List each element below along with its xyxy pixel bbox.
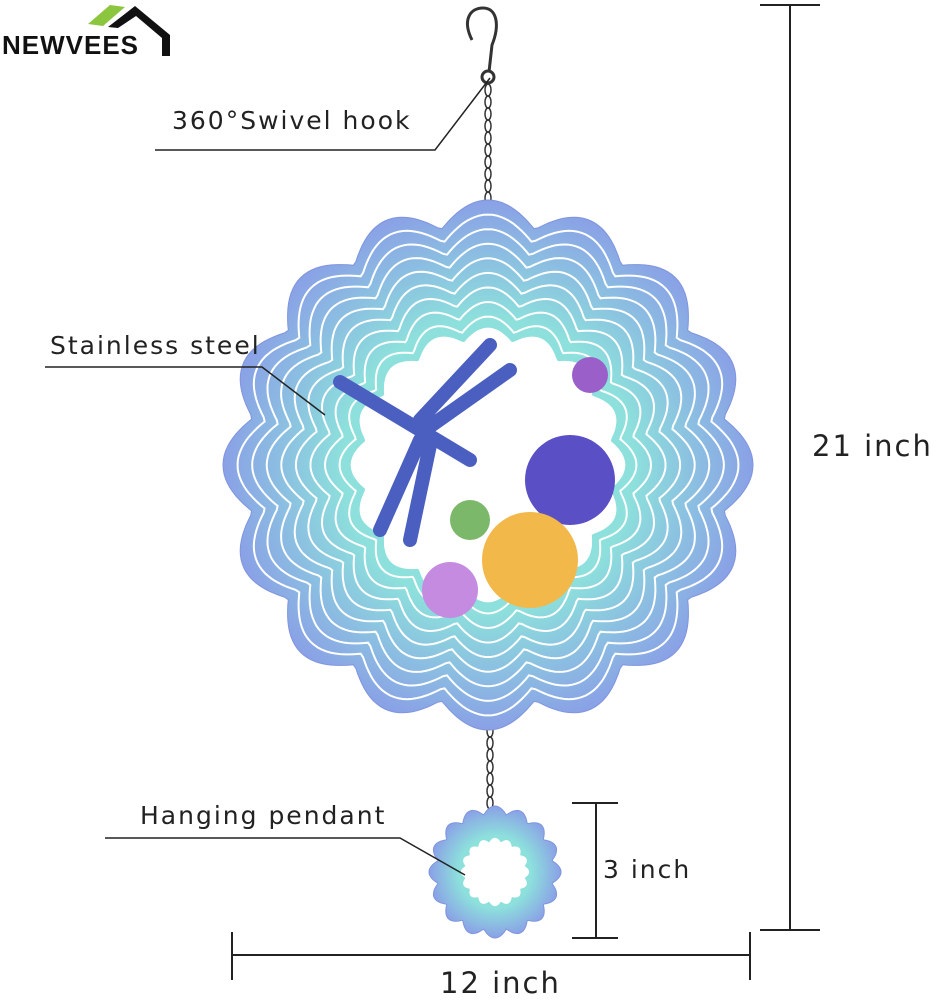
disc-ring <box>294 271 682 659</box>
chain-link <box>486 748 494 762</box>
brand-logo: NEWVEES <box>2 30 140 60</box>
flower-art <box>525 435 615 525</box>
disc-ring <box>323 300 653 630</box>
height-dimension: 21 inch <box>812 429 933 463</box>
disc-ring <box>236 213 740 717</box>
disc-ring <box>309 286 667 644</box>
flower-art <box>572 357 608 393</box>
logo-mark <box>88 5 170 56</box>
chain-link <box>484 143 492 157</box>
disc-center <box>460 837 530 907</box>
wind-spinner <box>222 199 754 731</box>
hanging-pendant-disc <box>428 805 562 939</box>
dimension-lines <box>231 4 820 980</box>
chain-link <box>486 760 494 774</box>
disc-ring <box>251 228 725 702</box>
chain-link <box>484 131 492 145</box>
chain-link <box>484 155 492 169</box>
chain-link <box>484 119 492 133</box>
disc-ring <box>265 242 711 688</box>
chain <box>484 83 494 810</box>
width-dimension: 12 inch <box>440 966 561 1000</box>
material-label: Stainless steel <box>50 331 261 360</box>
chain-link <box>486 784 494 798</box>
pendant-dimension: 3 inch <box>603 855 692 884</box>
hook-label: 360°Swivel hook <box>172 106 412 135</box>
chain-link <box>484 83 492 97</box>
flower-art <box>422 562 478 618</box>
chain-link <box>484 167 492 181</box>
swivel-hook <box>466 6 498 85</box>
dragonfly-art <box>333 338 517 547</box>
chain-link <box>484 107 492 121</box>
disc-ring <box>280 257 696 673</box>
chain-link <box>484 95 492 109</box>
chain-link <box>486 772 494 786</box>
flower-art <box>450 500 490 540</box>
pendant-label: Hanging pendant <box>140 801 387 830</box>
chain-link <box>486 736 494 750</box>
flower-art <box>482 512 578 608</box>
chain-link <box>484 179 492 193</box>
callout-lines <box>45 77 491 876</box>
